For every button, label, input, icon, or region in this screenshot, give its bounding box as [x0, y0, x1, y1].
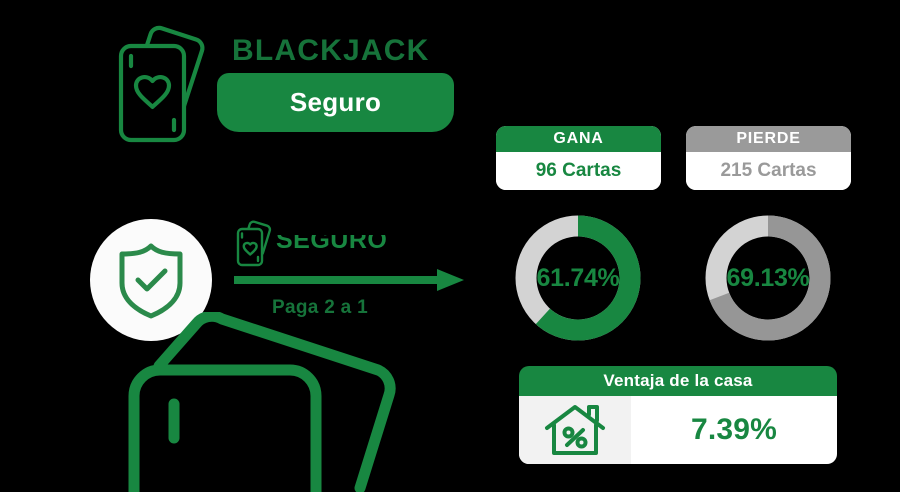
- house-edge-icon-pane: [519, 396, 631, 464]
- house-edge-header: Ventaja de la casa: [519, 366, 837, 396]
- shield-check-icon: [119, 243, 183, 319]
- arrow-right-icon: [232, 266, 466, 294]
- stat-card-gana-value: 96 Cartas: [496, 152, 661, 190]
- house-percent-icon: [545, 405, 605, 455]
- donut-chart-gana: 61.74%: [511, 211, 645, 345]
- stat-card-gana-header: GANA: [496, 126, 661, 152]
- donut-chart-pierde-value: 69.13%: [726, 263, 810, 292]
- playing-cards-small-icon: [234, 220, 274, 268]
- stat-card-pierde: PIERDE 215 Cartas: [686, 126, 851, 190]
- infographic-canvas: BLACKJACK Seguro SEGURO Paga 2 a 1: [90, 24, 851, 492]
- seguro-inline-label: SEGURO: [276, 226, 388, 254]
- payout-ratio-label: Paga 2 a 1: [272, 297, 368, 318]
- donut-chart-pierde: 69.13%: [701, 211, 835, 345]
- stat-card-gana: GANA 96 Cartas: [496, 126, 661, 190]
- playing-cards-outline-icon: [128, 312, 448, 492]
- house-edge-value: 7.39%: [690, 413, 778, 446]
- playing-cards-icon: [112, 24, 212, 148]
- page-title: BLACKJACK: [232, 34, 430, 67]
- donut-chart-gana-value: 61.74%: [536, 263, 620, 292]
- seguro-banner-label: Seguro: [289, 87, 382, 117]
- house-edge-body: 7.39%: [519, 396, 837, 464]
- seguro-banner: Seguro: [217, 73, 454, 132]
- stat-card-pierde-header: PIERDE: [686, 126, 851, 152]
- stat-card-pierde-value: 215 Cartas: [686, 152, 851, 190]
- house-edge-card: Ventaja de la casa 7.39%: [519, 366, 837, 464]
